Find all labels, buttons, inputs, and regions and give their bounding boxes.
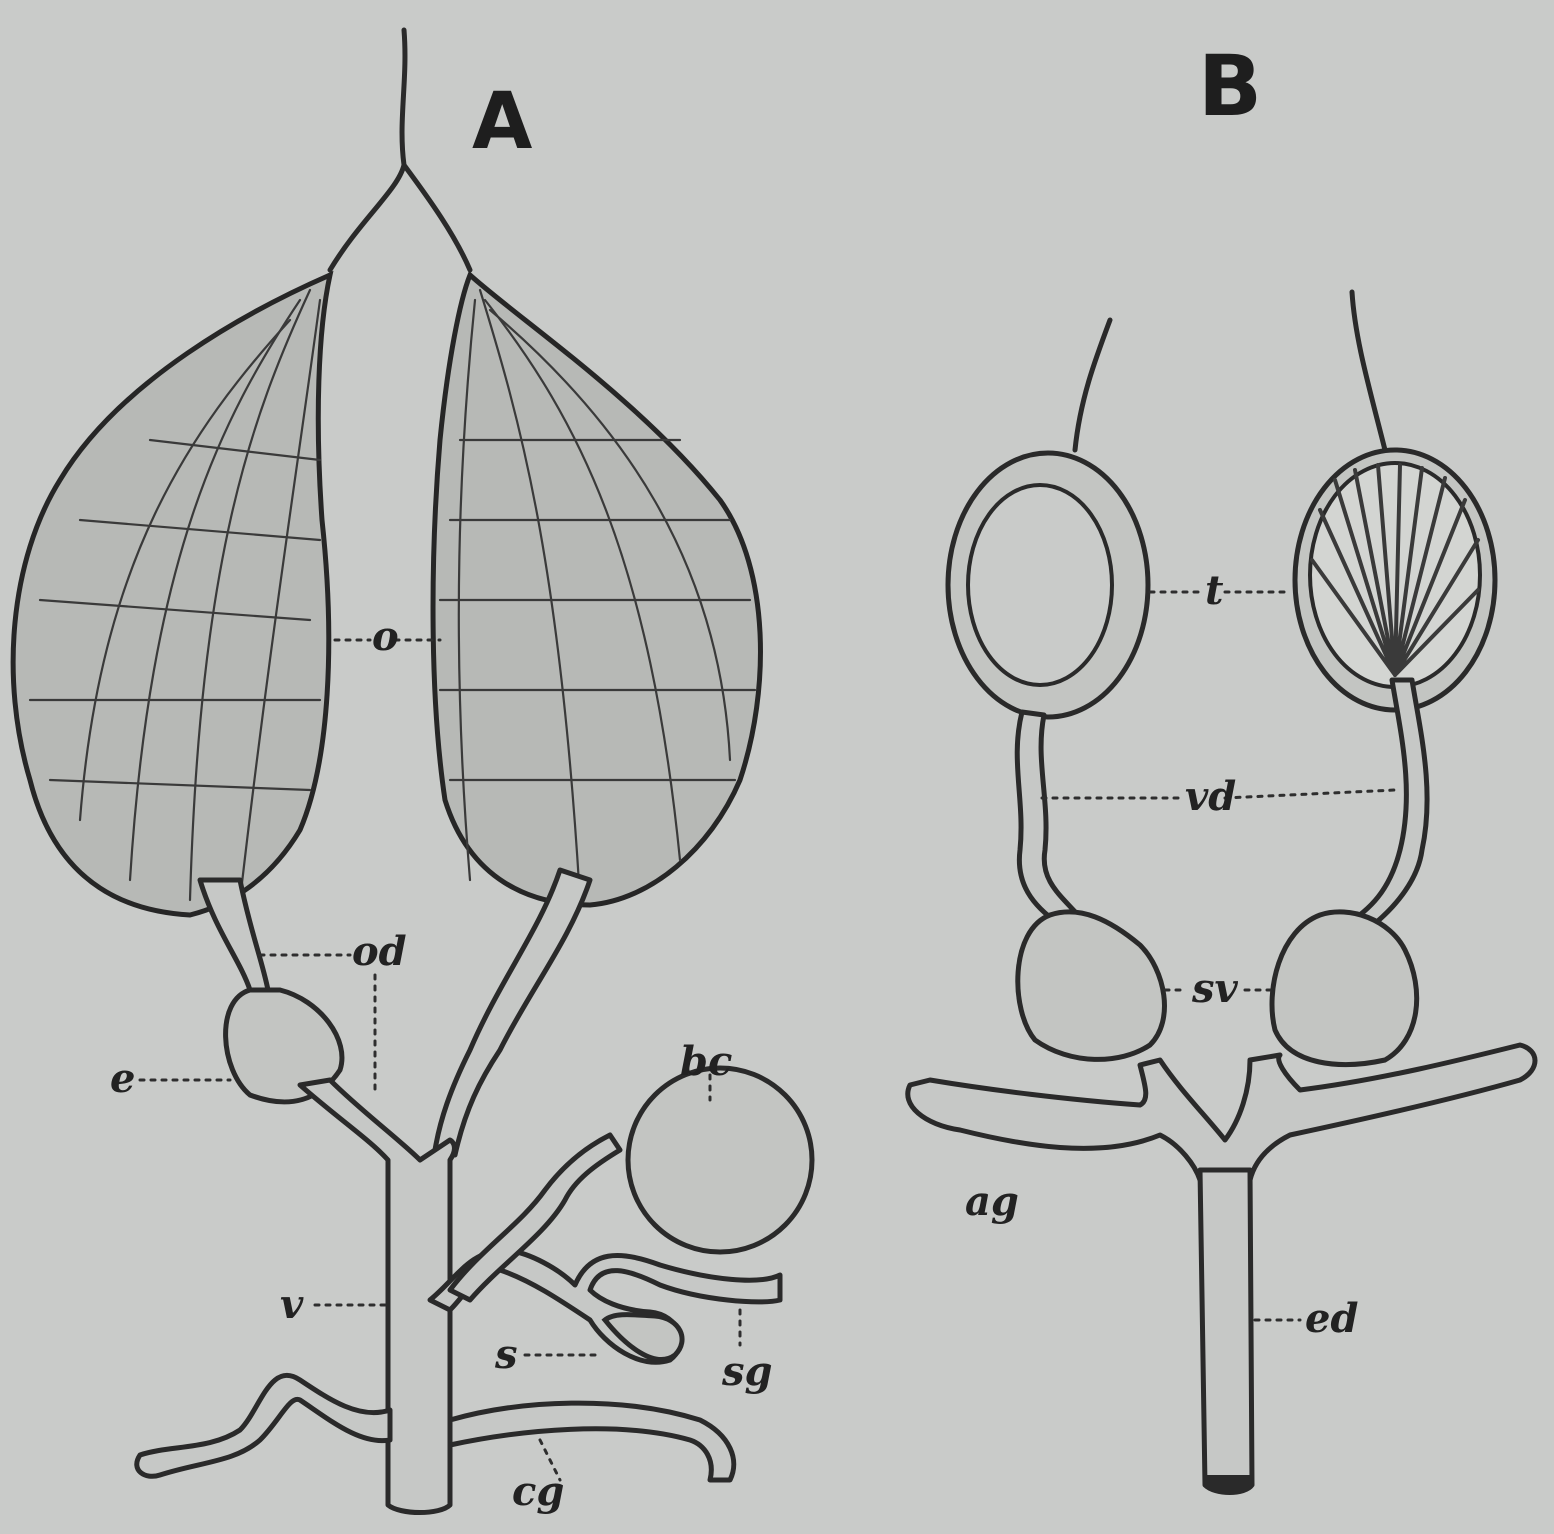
label-vd-vas-deferens: vd: [1185, 773, 1236, 820]
right-oviduct: [435, 870, 590, 1155]
panel-b-letter: B: [1198, 37, 1262, 135]
left-ovary: [13, 275, 330, 915]
accessory-glands: [908, 1045, 1535, 1180]
label-t-testis: t: [1205, 567, 1224, 614]
right-testis-filament: [1352, 292, 1385, 450]
left-seminal-vesicle: [1018, 912, 1165, 1060]
label-o-ovary: o: [372, 613, 399, 660]
label-e: e: [110, 1055, 135, 1102]
panel-b-male-organs: B t vd sv ag ed: [908, 37, 1535, 1494]
ejaculatory-duct: [1200, 1170, 1252, 1493]
bursa-copulatrix: [628, 1068, 812, 1252]
label-ag-accessory-gland: ag: [965, 1178, 1019, 1225]
left-vas-deferens: [1017, 712, 1078, 925]
label-bc-bursa: bc: [680, 1038, 732, 1085]
label-sg: sg: [721, 1348, 773, 1395]
duct-tip: [1207, 1475, 1250, 1494]
label-ed-ejaculatory-duct: ed: [1305, 1295, 1358, 1342]
right-seminal-vesicle: [1272, 912, 1417, 1065]
left-testis-filament: [1075, 320, 1110, 450]
label-cg: cg: [512, 1468, 564, 1515]
left-testis-lumen: [968, 485, 1112, 685]
right-ovary: [433, 275, 760, 905]
label-sv-seminal-vesicle: sv: [1191, 965, 1239, 1012]
label-v-vagina: v: [280, 1281, 304, 1328]
terminal-filament: [330, 30, 470, 270]
panel-a-female-organs: A o od e bc v s sg cg: [13, 30, 812, 1515]
colleterial-gland-left: [137, 1375, 390, 1476]
panel-a-letter: A: [472, 77, 532, 167]
label-od-oviduct: od: [352, 928, 407, 975]
right-vas-deferens: [1345, 680, 1427, 935]
label-s-spermatheca: s: [494, 1331, 518, 1378]
colleterial-gland-right: [450, 1403, 734, 1480]
left-oviduct: [200, 880, 268, 990]
